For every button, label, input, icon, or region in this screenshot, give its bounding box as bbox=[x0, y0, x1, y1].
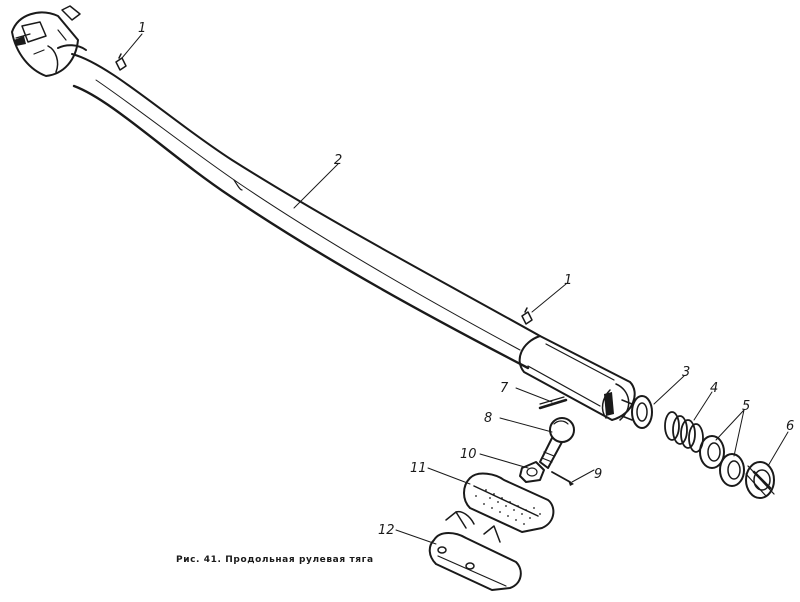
threaded-plug bbox=[745, 461, 775, 499]
left-end-fitting bbox=[11, 5, 87, 77]
grease-nipple-top bbox=[115, 53, 127, 71]
callout-11: 11 bbox=[410, 461, 427, 476]
right-end-housing bbox=[518, 335, 636, 421]
figure-caption: Рис. 41. Продольная рулевая тяга bbox=[176, 555, 374, 565]
callout-1-mid: 1 bbox=[564, 273, 572, 288]
dust-cover bbox=[463, 472, 555, 533]
callout-1-top: 1 bbox=[138, 21, 146, 36]
callout-7: 7 bbox=[500, 381, 509, 396]
callout-4: 4 bbox=[710, 381, 718, 396]
castle-nut bbox=[519, 461, 545, 483]
callout-12: 12 bbox=[378, 523, 395, 538]
callout-3: 3 bbox=[682, 365, 690, 380]
callout-5: 5 bbox=[742, 399, 750, 414]
cotter-pin bbox=[538, 396, 568, 410]
ball-pin bbox=[539, 417, 575, 469]
leader-lines bbox=[121, 33, 789, 545]
grease-nipple-mid bbox=[521, 307, 533, 325]
clamp bbox=[428, 510, 522, 591]
rod-tube bbox=[71, 53, 541, 370]
ball-seat-2 bbox=[719, 453, 745, 487]
spring-part bbox=[664, 411, 704, 453]
callout-8: 8 bbox=[484, 411, 492, 426]
small-cotter-pin bbox=[551, 471, 574, 486]
plug-part bbox=[621, 395, 653, 429]
ball-seat-1 bbox=[699, 435, 725, 469]
callout-6: 6 bbox=[786, 419, 794, 434]
callout-10: 10 bbox=[460, 447, 477, 462]
callout-2: 2 bbox=[334, 153, 342, 168]
callout-9: 9 bbox=[594, 467, 602, 482]
